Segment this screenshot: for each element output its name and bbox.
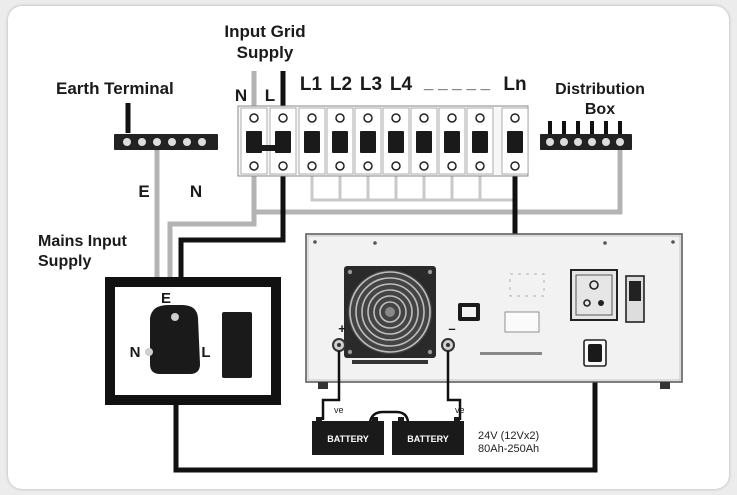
breaker-module [298, 107, 326, 175]
breaker-panel [237, 105, 529, 177]
battery-1 [312, 417, 384, 455]
battery-link-cable [368, 410, 410, 423]
minus-label: – [448, 321, 455, 336]
distribution-box-label-line1: Distribution [555, 81, 645, 98]
distribution-neutral-wire [251, 158, 623, 215]
live-wire [178, 176, 286, 305]
negative-battery-cable [446, 351, 462, 420]
power-switch[interactable] [625, 275, 645, 323]
plug-l-label: L [201, 344, 210, 361]
l4-label: L4 [390, 74, 413, 95]
battery-2-label: BATTERY [407, 434, 449, 444]
breaker-bus-line [310, 176, 515, 202]
earth-terminal [114, 134, 218, 150]
breaker-module [240, 107, 268, 175]
e-wire-label: E [138, 182, 149, 201]
distribution-box-label-line2: Box [585, 101, 615, 118]
battery-spec-line2: 80Ah-250Ah [478, 443, 539, 455]
mains-plug [150, 305, 200, 374]
dashes-label: _ _ _ _ _ [423, 73, 491, 92]
inverter-unit [305, 233, 683, 389]
l-top-label: L [265, 86, 275, 105]
neutral-wire [167, 200, 257, 305]
mains-socket-box [105, 277, 281, 405]
cooling-fan [344, 266, 436, 364]
l2-label: L2 [330, 74, 352, 95]
input-grid-label-line1: Input Grid [224, 22, 305, 41]
battery-1-label: BATTERY [327, 434, 369, 444]
breaker-module [382, 107, 410, 175]
n-top-label: N [235, 86, 247, 105]
input-socket [583, 339, 607, 367]
l1-label: L1 [300, 74, 323, 95]
n-wire-label: N [190, 182, 202, 201]
earth-terminal-label: Earth Terminal [56, 79, 174, 98]
main-breaker-tie-bar [246, 145, 291, 151]
battery-spec-line1: 24V (12Vx2) [478, 430, 539, 442]
mains-input-label-line1: Mains Input [38, 233, 128, 250]
l3-label: L3 [360, 74, 382, 95]
output-socket [570, 269, 618, 321]
breaker-module [354, 107, 382, 175]
ln-label: Ln [503, 74, 526, 95]
breaker-module [326, 107, 354, 175]
plug-e-label: E [161, 290, 171, 307]
socket-switch [222, 312, 252, 378]
breaker-module [466, 107, 494, 175]
breaker-module [438, 107, 466, 175]
plug-n-label: N [130, 344, 141, 361]
breaker-module [501, 107, 529, 175]
mains-input-label-line2: Supply [38, 253, 91, 270]
battery-2 [392, 417, 464, 455]
input-grid-label-line2: Supply [237, 43, 294, 62]
distribution-box-terminal [540, 121, 632, 160]
breaker-module [269, 107, 297, 175]
ve-label-1: ve [334, 405, 344, 415]
mains-input-lead [173, 360, 598, 473]
breaker-module [410, 107, 438, 175]
plus-label: + [338, 321, 346, 336]
positive-battery-cable [321, 351, 341, 420]
ve-label-2: ve [455, 405, 465, 415]
